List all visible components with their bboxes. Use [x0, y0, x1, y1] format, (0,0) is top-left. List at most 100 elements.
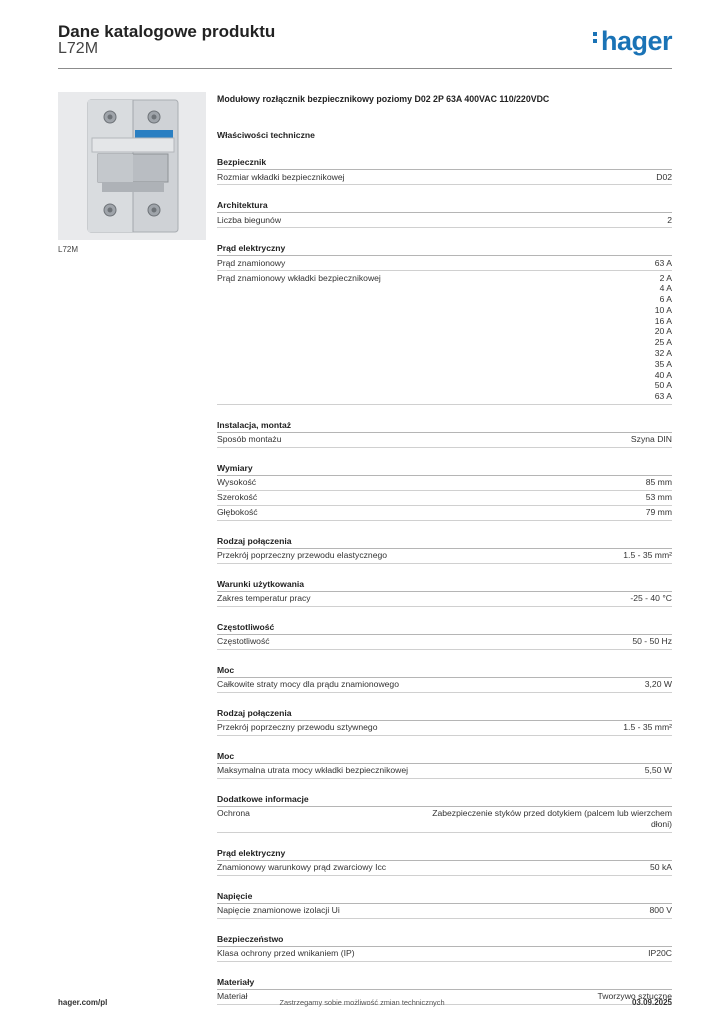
- spec-row: Klasa ochrony przed wnikaniem (IP)IP20C: [217, 947, 672, 962]
- spec-label: Znamionowy warunkowy prąd zwarciowy Icc: [217, 862, 387, 873]
- product-title: Modułowy rozłącznik bezpiecznikowy pozio…: [217, 94, 550, 104]
- spec-row: Sposób montażu Szyna DIN: [217, 433, 672, 448]
- section-title: Architektura: [217, 199, 672, 213]
- spec-value-item: 16 A: [654, 315, 672, 326]
- spec-value: -25 - 40 °C: [630, 593, 672, 604]
- spec-value: 5,50 W: [644, 765, 672, 776]
- spec-label: Wysokość: [217, 477, 257, 488]
- section-title: Instalacja, montaż: [217, 419, 672, 433]
- spec-label: Sposób montażu: [217, 434, 282, 445]
- spec-label: Całkowite straty mocy dla prądu znamiono…: [217, 679, 399, 690]
- spec-row: Całkowite straty mocy dla prądu znamiono…: [217, 678, 672, 693]
- spec-value: 63 A: [654, 257, 672, 268]
- footer-date: 03.09.2025: [631, 998, 672, 1007]
- section-title: Prąd elektryczny: [217, 242, 672, 256]
- spec-value: 3,20 W: [644, 679, 672, 690]
- spec-value: 53 mm: [645, 492, 672, 503]
- spec-value: Zabezpieczenie styków przed dotykiem (pa…: [432, 808, 672, 830]
- spec-value: 85 mm: [645, 477, 672, 488]
- spec-row: Prąd znamionowy 63 A: [217, 256, 672, 271]
- spec-sheet: Modułowy rozłącznik bezpiecznikowy pozio…: [217, 92, 672, 1005]
- spec-label: Głębokość: [217, 507, 258, 518]
- spec-value-item: 4 A: [659, 283, 672, 294]
- spec-label: Przekrój poprzeczny przewodu elastyczneg…: [217, 550, 388, 561]
- spec-value: Szyna DIN: [630, 434, 672, 445]
- spec-row: Napięcie znamionowe izolacji Ui 800 V: [217, 904, 672, 919]
- section-title: Bezpiecznik: [217, 156, 672, 170]
- spec-value-item: 40 A: [654, 369, 672, 380]
- spec-row: Ochrona Zabezpieczenie styków przed dotyk…: [217, 807, 672, 833]
- logo-colon-icon: [592, 30, 599, 46]
- spec-label: Przekrój poprzeczny przewodu sztywnego: [217, 722, 378, 733]
- section-title: Rodzaj połączenia: [217, 707, 672, 721]
- spec-label: Szerokość: [217, 492, 258, 503]
- spec-value-item: 25 A: [654, 337, 672, 348]
- spec-value: 800 V: [649, 905, 672, 916]
- spec-value-item: 50 A: [654, 380, 672, 391]
- spec-value-item: 63 A: [654, 391, 672, 402]
- spec-value-item: 10 A: [654, 304, 672, 315]
- spec-heading: Właściwości techniczne: [217, 130, 315, 140]
- spec-value: 1.5 - 35 mm²: [623, 722, 672, 733]
- fuse-switch-illustration: [58, 92, 206, 240]
- section-title: Moc: [217, 664, 672, 678]
- product-code: L72M: [58, 40, 99, 57]
- spec-value-item: 35 A: [654, 358, 672, 369]
- section-title: Dodatkowe informacje: [217, 793, 672, 807]
- section-title: Częstotliwość: [217, 621, 672, 635]
- spec-value: D02: [656, 171, 672, 182]
- spec-row: Częstotliwość 50 - 50 Hz: [217, 635, 672, 650]
- spec-row: Wysokość 85 mm: [217, 476, 672, 491]
- header-divider: [58, 68, 672, 69]
- section-title: Warunki użytkowania: [217, 578, 672, 592]
- spec-label: Prąd znamionowy wkładki bezpiecznikowej: [217, 272, 381, 283]
- section-title: Napięcie: [217, 890, 672, 904]
- spec-label: Ochrona: [217, 808, 250, 819]
- spec-label: Napięcie znamionowe izolacji Ui: [217, 905, 340, 916]
- logo-text: hager: [600, 26, 673, 56]
- spec-value: 50 - 50 Hz: [632, 636, 672, 647]
- section-title: Bezpieczeństwo: [217, 933, 672, 947]
- spec-value: 50 kA: [650, 862, 672, 873]
- spec-label: Częstotliwość: [217, 636, 270, 647]
- spec-label: Liczba biegunów: [217, 214, 282, 225]
- spec-label: Maksymalna utrata mocy wkładki bezpieczn…: [217, 765, 409, 776]
- spec-row: Liczba biegunów 2: [217, 213, 672, 228]
- spec-value-item: 20 A: [654, 326, 672, 337]
- spec-value-item: 32 A: [654, 348, 672, 359]
- spec-label: Materiał: [217, 991, 248, 1002]
- page-title: Dane katalogowe produktu: [58, 22, 276, 41]
- spec-value: Tworzywo sztuczne: [597, 991, 672, 1002]
- spec-row: Przekrój poprzeczny przewodu elastyczneg…: [217, 549, 672, 564]
- spec-value: IP20C: [648, 948, 672, 959]
- spec-value-item: 6 A: [659, 294, 672, 305]
- spec-label: Prąd znamionowy: [217, 257, 286, 268]
- spec-row: Prąd znamionowy wkładki bezpiecznikowej 2…: [217, 271, 672, 405]
- footer-website: hager.com/pl: [58, 998, 108, 1007]
- spec-label: Rozmiar wkładki bezpiecznikowej: [217, 171, 345, 182]
- spec-row: Maksymalna utrata mocy wkładki bezpieczn…: [217, 764, 672, 779]
- spec-row: Szerokość 53 mm: [217, 491, 672, 506]
- section-title: Wymiary: [217, 462, 672, 476]
- section-title: Moc: [217, 750, 672, 764]
- spec-row: Rozmiar wkładki bezpiecznikowej D02: [217, 170, 672, 185]
- spec-value: 2: [667, 214, 672, 225]
